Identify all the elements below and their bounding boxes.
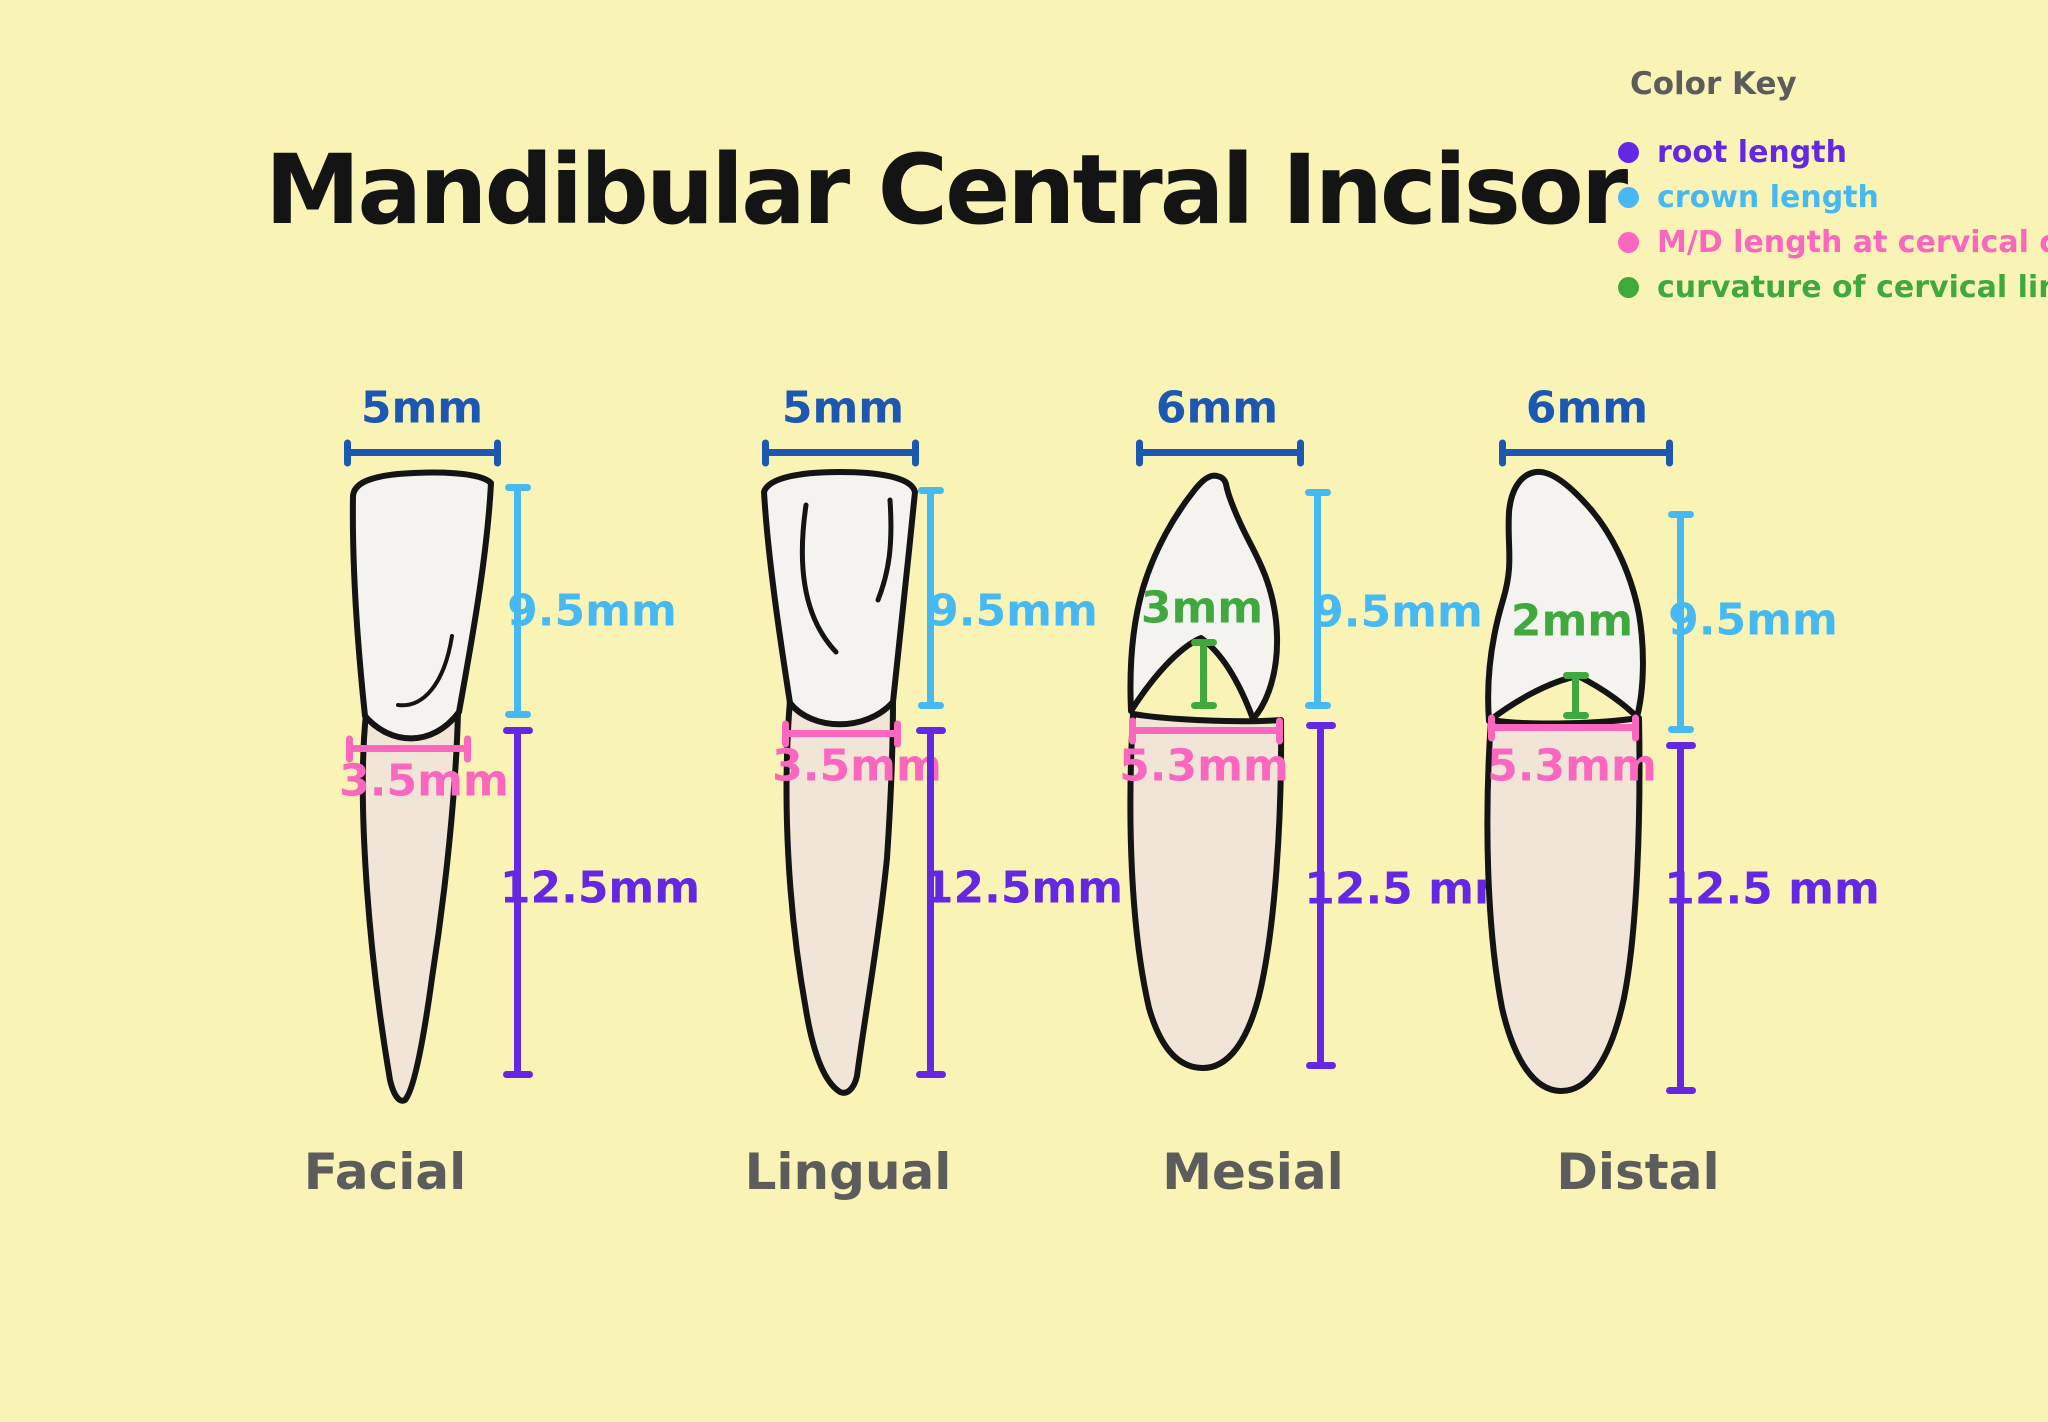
- distal-tooth-illustration: [1484, 468, 1646, 1095]
- mesial-cervical-width-label: 5.3mm: [1119, 740, 1289, 792]
- md-length-label: M/D length at cervical curve: [1657, 225, 2048, 260]
- distal-cervical-width-label: 5.3mm: [1487, 740, 1657, 792]
- mesial-crown-label: 9.5mm: [1313, 586, 1483, 638]
- distal-crown-measure: [1667, 511, 1694, 733]
- page-title: Mandibular Central Incisor: [264, 134, 1628, 246]
- distal-cervical-width-measure: [1488, 714, 1639, 741]
- cervical-curvature-label: curvature of cervical line: [1657, 270, 2048, 305]
- crown-length-label: crown length: [1657, 180, 1879, 215]
- color-key-item-crown-length: crown length: [1618, 175, 2048, 220]
- color-key: root length crown length M/D length at c…: [1618, 130, 2048, 310]
- lingual-root-measure: [915, 727, 946, 1078]
- distal-width-measure: [1499, 439, 1673, 466]
- mesial-width-measure: [1136, 439, 1304, 466]
- distal-view-name: Distal: [1556, 1143, 1720, 1201]
- lingual-cervical-width-label: 3.5mm: [772, 740, 942, 792]
- lingual-crown-measure: [917, 487, 944, 709]
- lingual-tooth-illustration: [761, 469, 918, 1096]
- facial-root-label: 12.5mm: [499, 862, 701, 914]
- mesial-root-label: 12.5 mm: [1304, 863, 1520, 915]
- facial-width-label: 5mm: [360, 382, 484, 434]
- mesial-tooth-illustration: [1127, 472, 1285, 1071]
- lingual-width-label: 5mm: [781, 382, 905, 434]
- distal-crown-label: 9.5mm: [1668, 594, 1838, 646]
- lingual-cervical-width-measure: [782, 720, 901, 747]
- lingual-width-measure: [762, 439, 919, 466]
- color-key-item-cervical-curvature: curvature of cervical line: [1618, 265, 2048, 310]
- mesial-root-measure: [1305, 722, 1336, 1069]
- lingual-root-label: 12.5mm: [922, 862, 1124, 914]
- distal-curvature-measure: [1562, 672, 1589, 719]
- mesial-view-name: Mesial: [1162, 1143, 1344, 1201]
- facial-root-measure: [502, 727, 533, 1078]
- root-length-dot: [1618, 142, 1639, 163]
- cervical-curvature-dot: [1618, 277, 1639, 298]
- mesial-cervical-width-measure: [1129, 717, 1283, 744]
- mesial-width-label: 6mm: [1155, 382, 1279, 434]
- facial-cervical-width-measure: [346, 735, 471, 762]
- facial-view-name: Facial: [303, 1143, 467, 1201]
- color-key-item-md-length: M/D length at cervical curve: [1618, 220, 2048, 265]
- color-key-item-root-length: root length: [1618, 130, 2048, 175]
- facial-crown-label: 9.5mm: [507, 585, 677, 637]
- mesial-curvature-measure: [1190, 639, 1217, 709]
- distal-root-label: 12.5 mm: [1664, 863, 1880, 915]
- distal-width-label: 6mm: [1525, 382, 1649, 434]
- facial-cervical-width-label: 3.5mm: [339, 755, 509, 807]
- facial-width-measure: [344, 439, 501, 466]
- md-length-dot: [1618, 232, 1639, 253]
- root-length-label: root length: [1657, 135, 1847, 170]
- mesial-curvature-label: 3mm: [1140, 582, 1264, 634]
- color-key-heading: Color Key: [1630, 66, 1797, 102]
- crown-length-dot: [1618, 187, 1639, 208]
- facial-crown-measure: [504, 484, 531, 718]
- lingual-crown-label: 9.5mm: [928, 585, 1098, 637]
- facial-tooth-illustration: [349, 469, 494, 1104]
- distal-curvature-label: 2mm: [1510, 595, 1634, 647]
- mesial-crown-measure: [1304, 489, 1331, 709]
- distal-root-measure: [1665, 742, 1696, 1094]
- lingual-view-name: Lingual: [744, 1143, 952, 1201]
